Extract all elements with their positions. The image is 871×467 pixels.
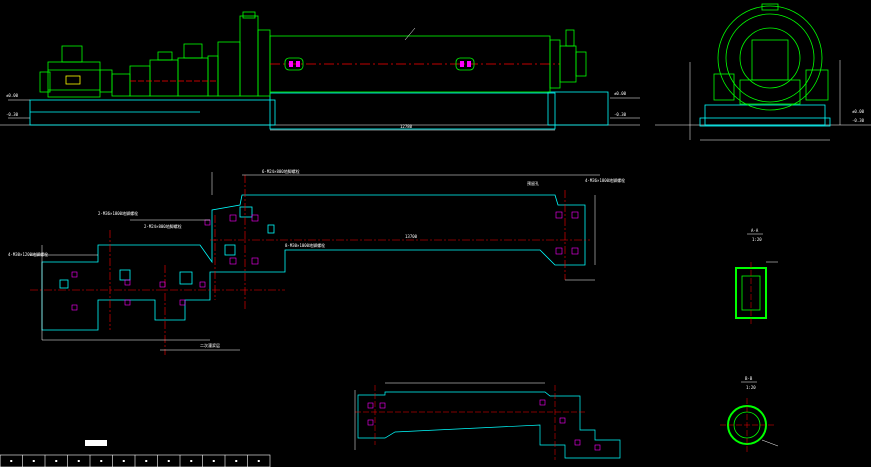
- elevation-label-right-b: -0.30: [614, 112, 627, 117]
- section-a-a: A-A 1:20: [735, 228, 778, 324]
- center-dimension: 12780: [400, 124, 413, 129]
- elevation-label-left-b: -0.30: [6, 112, 19, 117]
- end-elevation-a: ±0.00: [852, 109, 865, 114]
- section-a-title: A-A: [751, 228, 759, 233]
- plan-note-3: 2-M24×800地脚螺栓: [144, 223, 182, 229]
- elevation-label-right-a: ±0.00: [614, 91, 627, 96]
- title-block-cell: [32, 460, 35, 462]
- plan-outline: [41, 194, 586, 331]
- elevation-dimensions: [8, 27, 640, 131]
- title-block-cell: [122, 460, 125, 462]
- title-block-cell: [100, 460, 103, 462]
- title-block-cell: [10, 460, 13, 462]
- title-block-cell: [77, 460, 80, 462]
- plan-note-7: 预留孔: [527, 180, 539, 186]
- section-b-title: B-B: [745, 376, 753, 381]
- plan-note-4: 6-M24×800地脚螺栓: [262, 168, 300, 174]
- title-block-cell: [167, 460, 170, 462]
- title-block-cell: [145, 460, 148, 462]
- small-foundation-plan: [354, 382, 621, 460]
- title-block-cell: [235, 460, 238, 462]
- section-b-b: B-B 1:20: [720, 376, 779, 452]
- title-block-cells: [0, 455, 260, 467]
- gear-housing: [217, 11, 271, 97]
- title-block-cell: [212, 460, 215, 462]
- title-block-cell: [190, 460, 193, 462]
- title-block-cell: [257, 460, 260, 462]
- section-a-scale: 1:20: [752, 237, 762, 242]
- end-view-dimensions: [689, 60, 841, 141]
- mill-cylinder: [269, 35, 560, 93]
- plan-note-8: 二次灌浆层: [200, 342, 220, 348]
- discharge-end: [549, 29, 587, 89]
- plan-note-5: 8-M30×1000地脚螺栓: [285, 242, 325, 248]
- mill-elevation-view: ±0.00 -0.30 ±0.00 -0.30 12780: [0, 11, 640, 131]
- mill-foundation: [29, 91, 609, 130]
- foundation-plan: 13700 4-M30×1200地脚螺栓 2-M36×1800地脚螺栓 2-M2…: [8, 168, 625, 355]
- plan-note-2: 2-M36×1800地脚螺栓: [98, 210, 138, 216]
- title-block: [0, 440, 271, 467]
- title-block-cell: [55, 460, 58, 462]
- end-view-ring-gear: [713, 3, 829, 111]
- title-block-header: [85, 440, 107, 446]
- end-view-foundation: [699, 104, 831, 127]
- motor: [39, 45, 113, 98]
- plan-dimensions: [30, 172, 600, 351]
- section-b-scale: 1:20: [746, 385, 756, 390]
- end-elevation-b: -0.30: [852, 118, 865, 123]
- plan-length-dimension: 13700: [405, 234, 418, 239]
- elevation-label-left-a: ±0.00: [6, 93, 19, 98]
- anchor-bolt-pockets: [71, 211, 579, 311]
- mill-end-view: ±0.00 -0.30: [655, 3, 871, 141]
- reducer: [111, 43, 219, 97]
- plan-note-1: 4-M30×1200地脚螺栓: [8, 251, 48, 257]
- plan-note-6: 4-M36×1800地脚螺栓: [585, 177, 625, 183]
- plan-centerlines: [30, 175, 590, 355]
